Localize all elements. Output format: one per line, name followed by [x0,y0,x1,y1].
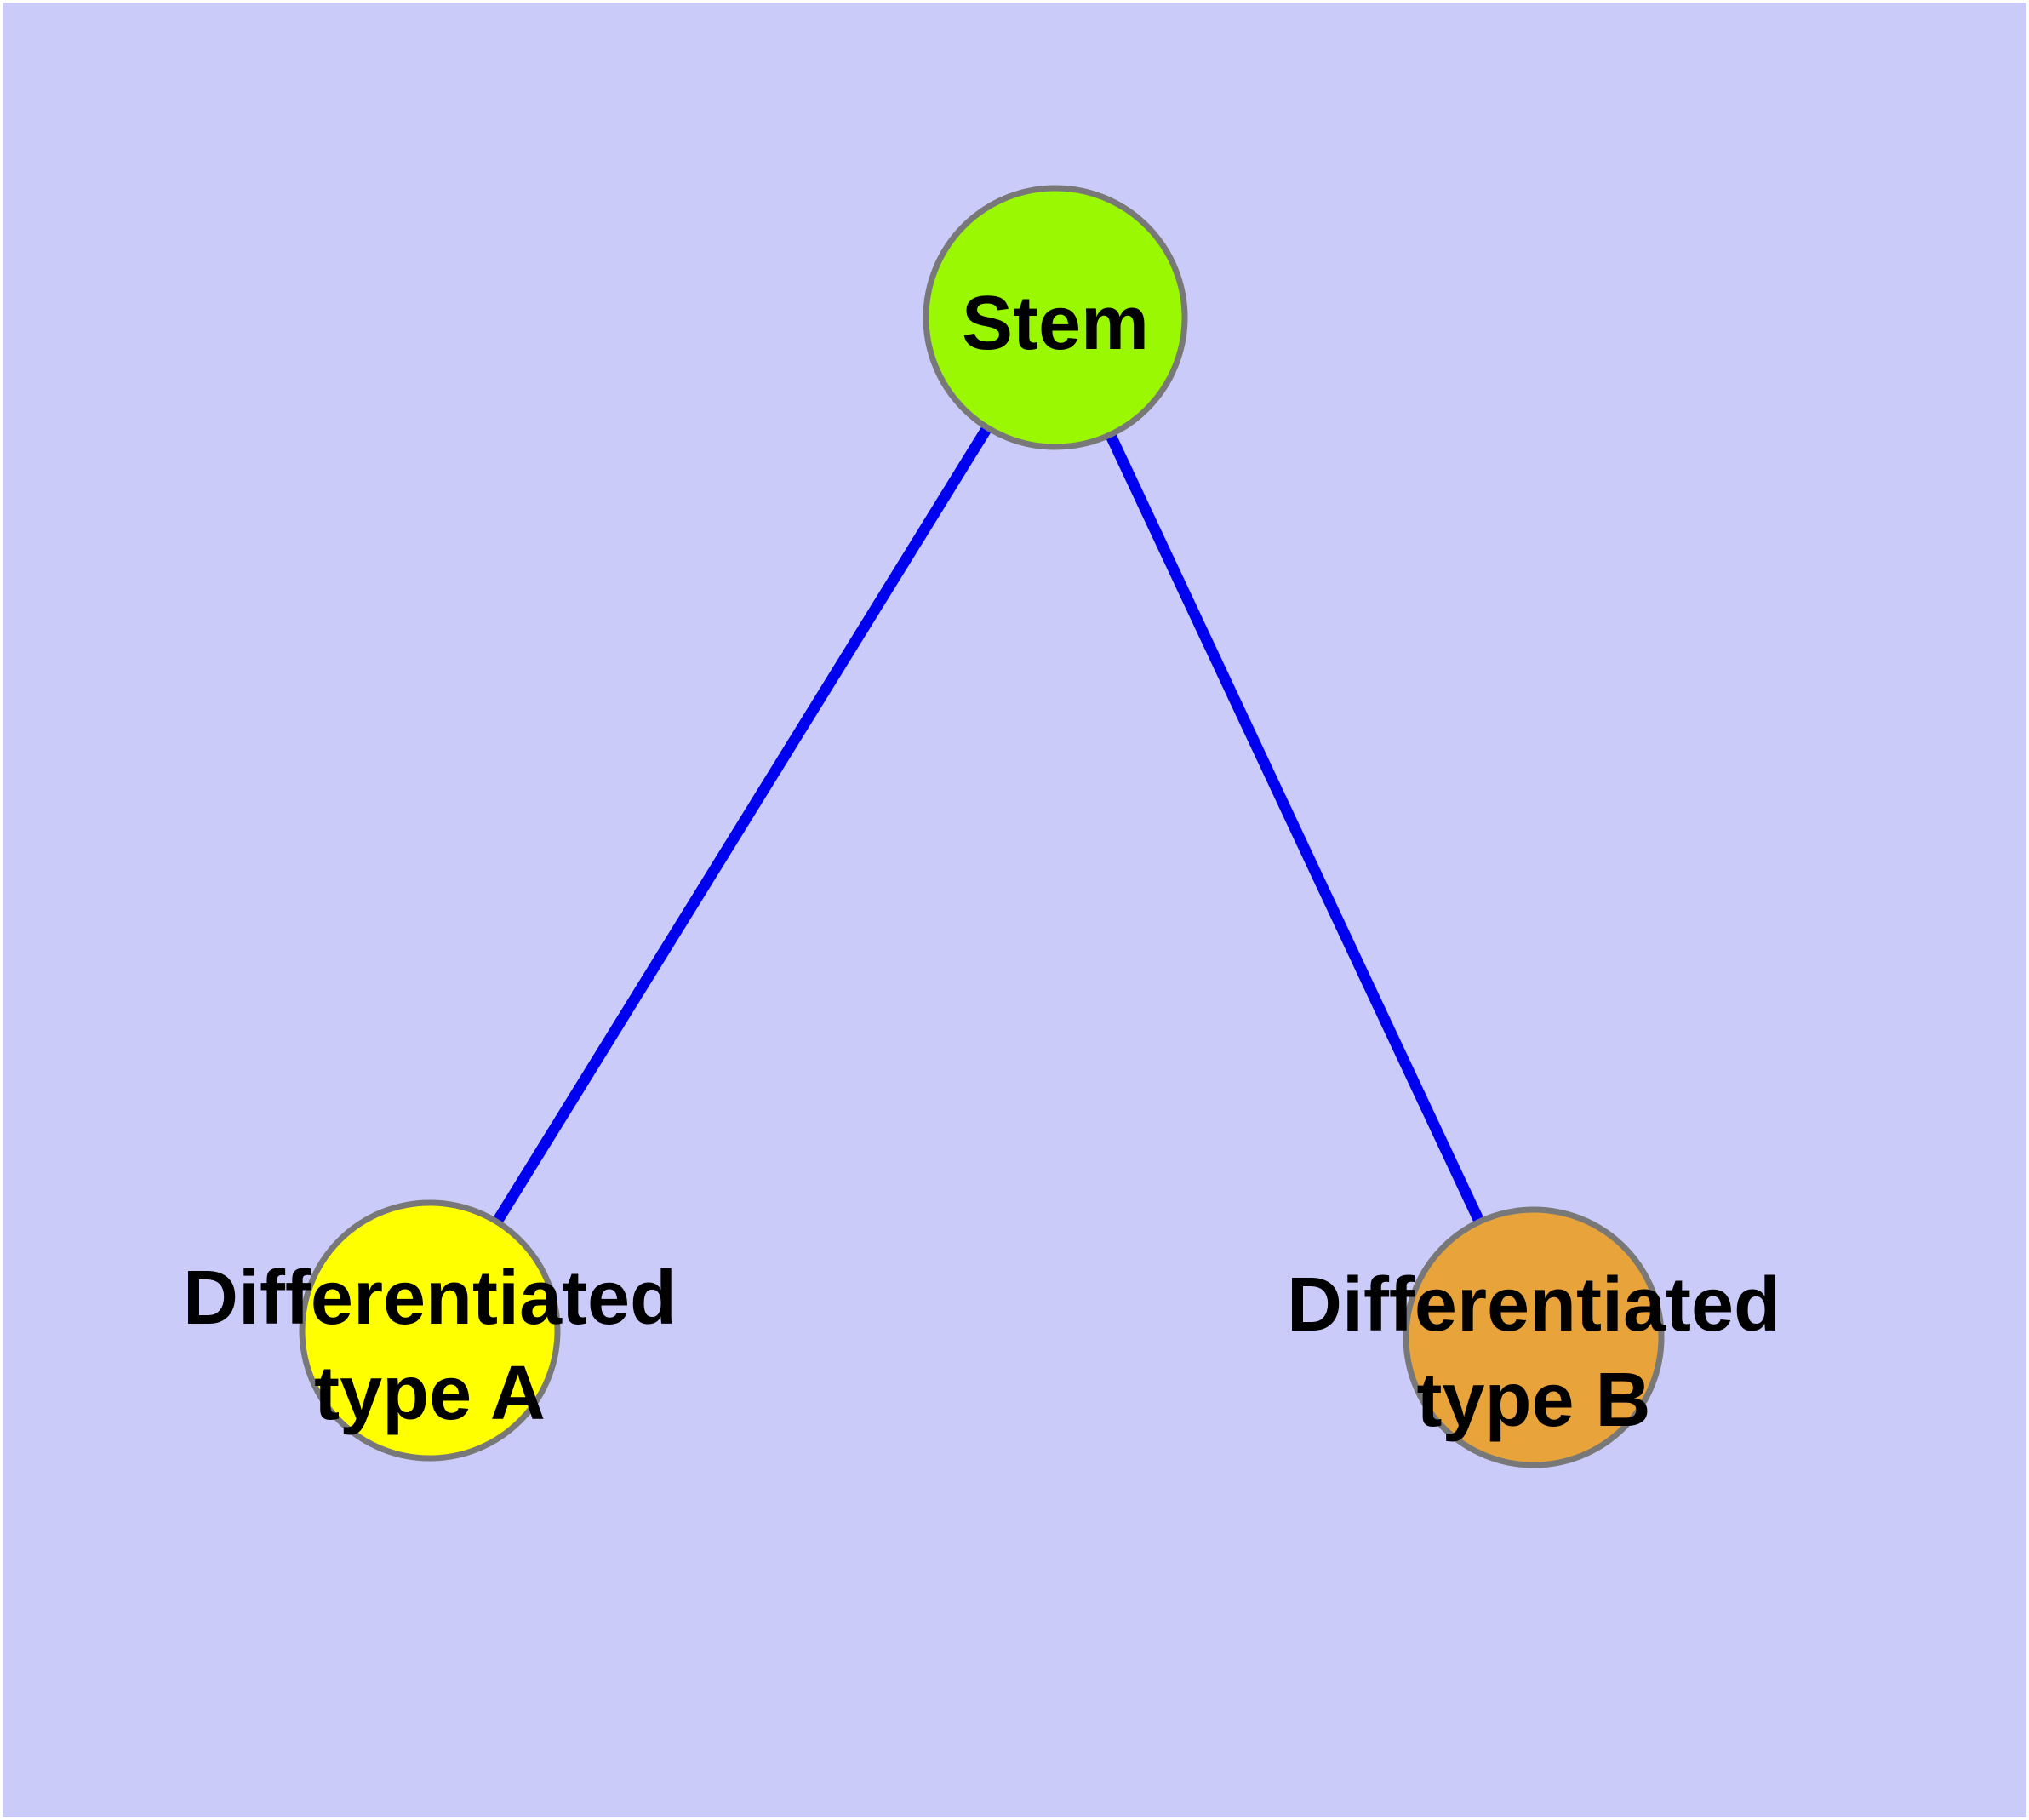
node-stem-label: Stem [962,281,1149,366]
node-typeB-circle [1403,1206,1665,1468]
edge-stem-to-typeA [425,314,1060,1334]
edge-stem-to-typeB [1050,315,1539,1340]
node-stem: Stem [923,185,1188,450]
node-stem-circle [923,185,1188,450]
node-typeA-circle [299,1199,561,1462]
